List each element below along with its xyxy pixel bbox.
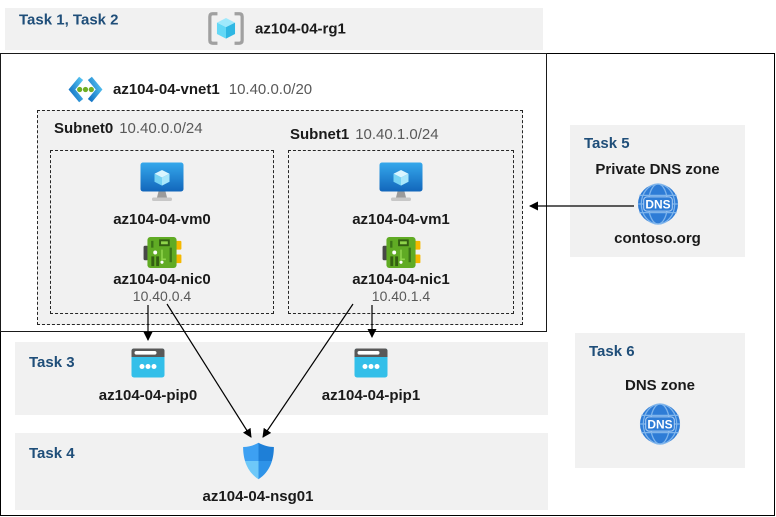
- nic-icon: [382, 236, 421, 269]
- task6-label: Task 6: [589, 343, 635, 360]
- nic1-name: az104-04-nic1: [352, 271, 450, 288]
- pip1-group: az104-04-pip1: [311, 348, 431, 404]
- vm0-name: az104-04-vm0: [113, 211, 211, 228]
- tasks-1-2-band: Task 1, Task 2 az104-04-rg1: [5, 8, 543, 50]
- vnet-cidr: 10.40.0.0/20: [228, 80, 313, 98]
- private-dns-zone-title: Private DNS zone: [595, 161, 720, 178]
- task3-band: Task 3 az104-04-pip0 az104-04-pip1: [15, 342, 548, 415]
- resource-group-name: az104-04-rg1: [255, 20, 346, 38]
- dns-badge-text: DNS: [645, 197, 670, 211]
- resource-group-icon: [208, 12, 244, 45]
- tasks-1-2-label: Task 1, Task 2: [19, 11, 119, 29]
- nic0-name: az104-04-nic0: [113, 271, 211, 288]
- subnet0-box: az104-04-vm0 az104-04-nic0: [50, 150, 274, 314]
- subnet0-name: Subnet0: [54, 120, 114, 137]
- vnet-header: az104-04-vnet1 10.40.0.0/20: [67, 71, 312, 107]
- pip0-group: az104-04-pip0: [88, 348, 208, 404]
- task4-label: Task 4: [29, 445, 75, 462]
- subnet1-cidr: 10.40.1.0/24: [355, 126, 439, 143]
- private-dns-zone-name: contoso.org: [614, 230, 701, 247]
- vnet-box: az104-04-vnet1 10.40.0.0/20 Subnet0 10.4…: [0, 53, 547, 332]
- task5-label: Task 5: [584, 135, 630, 152]
- subnet1-title: Subnet1 10.40.1.0/24: [290, 126, 439, 143]
- vnet-address-space-box: Subnet0 10.40.0.0/24 Subnet1 10.40.1.0/2…: [37, 110, 523, 325]
- task6-panel: Task 6 DNS zone DNS: [575, 333, 745, 468]
- nsg-shield-icon: [242, 442, 274, 480]
- public-ip-icon: [131, 348, 165, 378]
- vm-icon: [140, 162, 184, 201]
- dns-badge-text: DNS: [647, 417, 672, 431]
- nic1-ip: 10.40.1.4: [371, 288, 431, 304]
- subnet1-box: az104-04-vm1 az104-04-nic1: [288, 150, 514, 314]
- pip0-name: az104-04-pip0: [98, 387, 198, 404]
- task3-label: Task 3: [29, 354, 75, 371]
- nsg-group: az104-04-nsg01: [188, 442, 328, 505]
- public-ip-icon: [354, 348, 388, 378]
- subnet0-title: Subnet0 10.40.0.0/24: [54, 120, 203, 137]
- subnet0-cidr: 10.40.0.0/24: [119, 120, 203, 137]
- subnet1-name: Subnet1: [290, 126, 350, 143]
- dns-zone-title: DNS zone: [624, 377, 695, 394]
- vm1-name: az104-04-vm1: [352, 211, 450, 228]
- vnet-name: az104-04-vnet1: [113, 80, 220, 98]
- vm-icon: [379, 162, 423, 201]
- task4-band: Task 4 az104-04-nsg01: [15, 433, 548, 510]
- pip1-name: az104-04-pip1: [321, 387, 421, 404]
- dns-globe-icon: DNS: [637, 183, 678, 225]
- vnet-icon: [68, 76, 103, 102]
- dns-globe-icon: DNS: [639, 403, 681, 445]
- task5-panel: Task 5 Private DNS zone DNS contoso.org: [570, 125, 745, 257]
- nic-icon: [143, 236, 182, 269]
- nic0-ip: 10.40.0.4: [132, 288, 192, 304]
- nsg-name: az104-04-nsg01: [202, 488, 314, 505]
